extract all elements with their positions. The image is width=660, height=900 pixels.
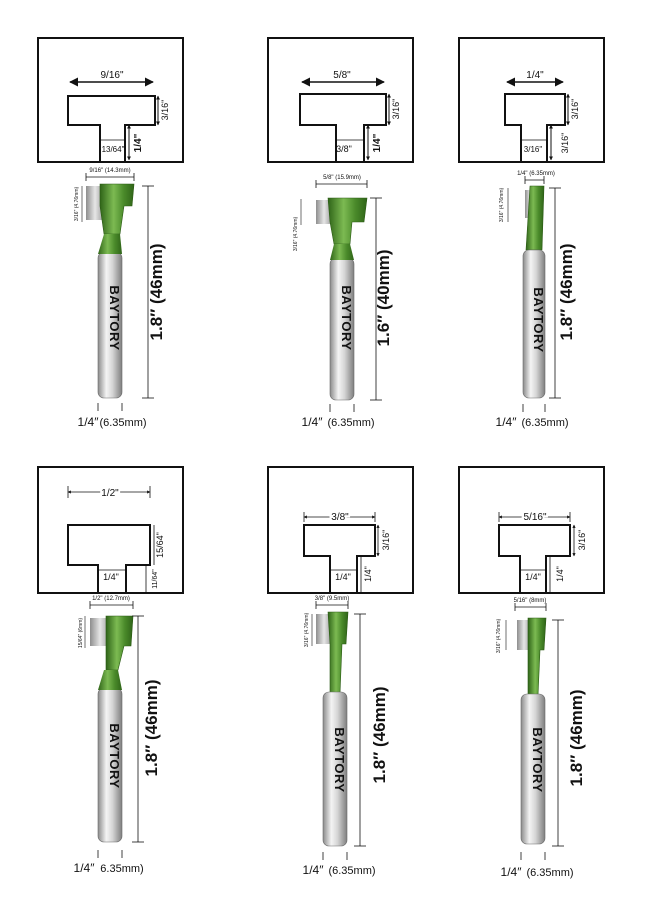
router-bit: 1/4" (6.35mm) 3/16" (4.76mm) BAYTORY 1.8…	[496, 171, 576, 429]
top-depth-label: 3/16"	[391, 99, 401, 120]
router-bit: 3/8" (9.5mm) 3/16" (4.76mm) BAYTORY 1.8″…	[303, 596, 389, 877]
shank-diameter-label: 1/4″	[501, 865, 523, 879]
bit-panel-5: 3/8" 3/16" 1/4" 1/4" 3/8" (9.5mm) 3/16" …	[267, 466, 414, 877]
top-width-label: 3/8"	[331, 512, 349, 523]
carbide-cutter	[517, 620, 531, 650]
shank-diameter-label: 1/4″	[303, 863, 325, 877]
router-bit: 1/2" (12.7mm) 15/64" (6mm) BAYTORY 1.8″ …	[74, 596, 161, 875]
neck-depth-label: 1/4"	[555, 566, 565, 582]
top-depth-label: 3/16"	[577, 530, 587, 551]
shank	[522, 249, 546, 399]
shank-diameter-label: 1/4″	[302, 415, 324, 429]
neck-width-label: 1/4"	[335, 572, 351, 582]
carbide-cutter	[316, 200, 332, 224]
carbide-cutter	[86, 186, 104, 220]
brand-label: BAYTORY	[107, 285, 122, 350]
router-bit: 5/8" (15.9mm) 3/16" (4.76mm) BAYTORY 1.6…	[293, 175, 393, 429]
slot-profile: 1/4" 3/16" 3/16" 3/16"	[458, 37, 605, 163]
cutter-body	[527, 617, 547, 697]
cutter-height-label: 3/16" (4.76mm)	[304, 613, 310, 648]
neck-width-label: 1/4"	[525, 572, 541, 582]
cutter-height-label: 3/16" (4.76mm)	[293, 217, 299, 252]
length-label: 1.8″ (46mm)	[557, 244, 576, 341]
shank-diameter-mm-label: (6.35mm)	[526, 867, 573, 879]
bit-panel-4: 1/2" 15/64" 1/4" 11/64" 1/2" (12.7mm) 15…	[37, 466, 184, 875]
length-label: 1.8″ (46mm)	[147, 244, 166, 341]
bit-panel-1: 9/16" 3/16" 13/64" 1/4" 9/16" (14.3mm) 3…	[37, 37, 184, 429]
slot-profile: 1/2" 15/64" 1/4" 11/64"	[37, 466, 184, 594]
cutter-body	[99, 183, 135, 235]
slot-profile: 3/8" 3/16" 1/4" 1/4"	[267, 466, 414, 594]
cutter-width-label: 5/16" (8mm)	[514, 598, 547, 604]
shank-diameter-mm-label: (6.35mm)	[99, 417, 146, 429]
shank-diameter-mm-label: (6.35mm)	[328, 865, 375, 877]
neck-depth-label: 1/4"	[363, 566, 373, 582]
brand-label: BAYTORY	[107, 723, 122, 788]
cutter-body	[327, 611, 349, 695]
length-label: 1.8″ (46mm)	[370, 687, 389, 784]
cutter-width-label: 1/4" (6.35mm)	[517, 171, 555, 177]
shank-collar	[98, 234, 122, 254]
neck-width-label: 13/64"	[102, 145, 125, 154]
shank-diameter-mm-label: (6.35mm)	[327, 417, 374, 429]
shank-diameter-mm-label: 6.35mm)	[100, 863, 143, 875]
cutter-height-label: 3/16" (4.76mm)	[74, 187, 80, 222]
brand-label: BAYTORY	[339, 285, 354, 350]
neck-width-label: 3/8"	[336, 144, 352, 154]
neck-width-label: 3/16"	[524, 145, 543, 154]
cutter-width-label: 9/16" (14.3mm)	[89, 168, 130, 174]
cutter-width-label: 1/2" (12.7mm)	[92, 596, 130, 602]
slot-profile: 5/8" 3/16" 3/8" 1/4"	[267, 37, 414, 163]
brand-label: BAYTORY	[332, 727, 347, 792]
shank-collar	[330, 244, 354, 260]
bit-panel-3: 1/4" 3/16" 3/16" 3/16" 1/4" (6.35mm) 3/1…	[458, 37, 605, 429]
top-depth-label: 3/16"	[381, 530, 391, 551]
cutter-width-label: 5/8" (15.9mm)	[323, 175, 361, 181]
cutter-height-label: 3/16" (4.76mm)	[496, 619, 502, 654]
length-label: 1.6″ (40mm)	[374, 250, 393, 347]
neck-width-label: 1/4"	[103, 572, 119, 582]
bit-panel-6: 5/16" 3/16" 1/4" 1/4" 5/16" (8mm) 3/16" …	[458, 466, 605, 879]
cutter-height-label: 3/16" (4.76mm)	[499, 188, 505, 223]
neck-depth-label: 3/16"	[560, 133, 570, 154]
top-width-label: 5/16"	[523, 512, 546, 523]
top-width-label: 5/8"	[333, 70, 351, 81]
cutter-body	[327, 197, 368, 245]
bit-panel-2: 5/8" 3/16" 3/8" 1/4" 5/8" (15.9mm) 3/16"…	[267, 37, 414, 429]
top-depth-label: 3/16"	[160, 100, 170, 121]
shank-diameter-mm-label: (6.35mm)	[521, 417, 568, 429]
slot-profile: 5/16" 3/16" 1/4" 1/4"	[458, 466, 605, 594]
router-bit: 5/16" (8mm) 3/16" (4.76mm) BAYTORY 1.8″ …	[496, 598, 586, 879]
cutter-height-label: 15/64" (6mm)	[78, 618, 84, 648]
router-bit: 9/16" (14.3mm) 3/16" (4.76mm) BAYTORY 1.…	[74, 168, 166, 429]
shank	[520, 693, 546, 845]
shank-diameter-label: 1/4″	[74, 861, 96, 875]
shank-collar	[98, 670, 122, 690]
neck-depth-label: 1/4"	[372, 133, 383, 152]
top-depth-label: 15/64"	[155, 532, 165, 558]
top-width-label: 1/2"	[101, 488, 119, 499]
brand-label: BAYTORY	[530, 727, 545, 792]
shank	[322, 691, 348, 847]
shank-diameter-label: 1/4″	[496, 415, 518, 429]
brand-label: BAYTORY	[531, 287, 546, 352]
top-width-label: 9/16"	[100, 70, 123, 81]
top-depth-label: 3/16"	[570, 99, 580, 120]
carbide-cutter	[90, 618, 110, 646]
length-label: 1.8″ (46mm)	[567, 690, 586, 787]
length-label: 1.8″ (46mm)	[142, 680, 161, 777]
neck-depth-label: 1/4"	[133, 133, 144, 152]
carbide-cutter	[316, 614, 332, 644]
shank-diameter-label: 1/4″	[78, 415, 100, 429]
slot-profile: 9/16" 3/16" 13/64" 1/4"	[37, 37, 184, 163]
cutter-body	[105, 615, 134, 671]
cutter-width-label: 3/8" (9.5mm)	[315, 596, 349, 602]
neck-depth-label: 11/64"	[152, 569, 159, 589]
top-width-label: 1/4"	[526, 70, 544, 81]
